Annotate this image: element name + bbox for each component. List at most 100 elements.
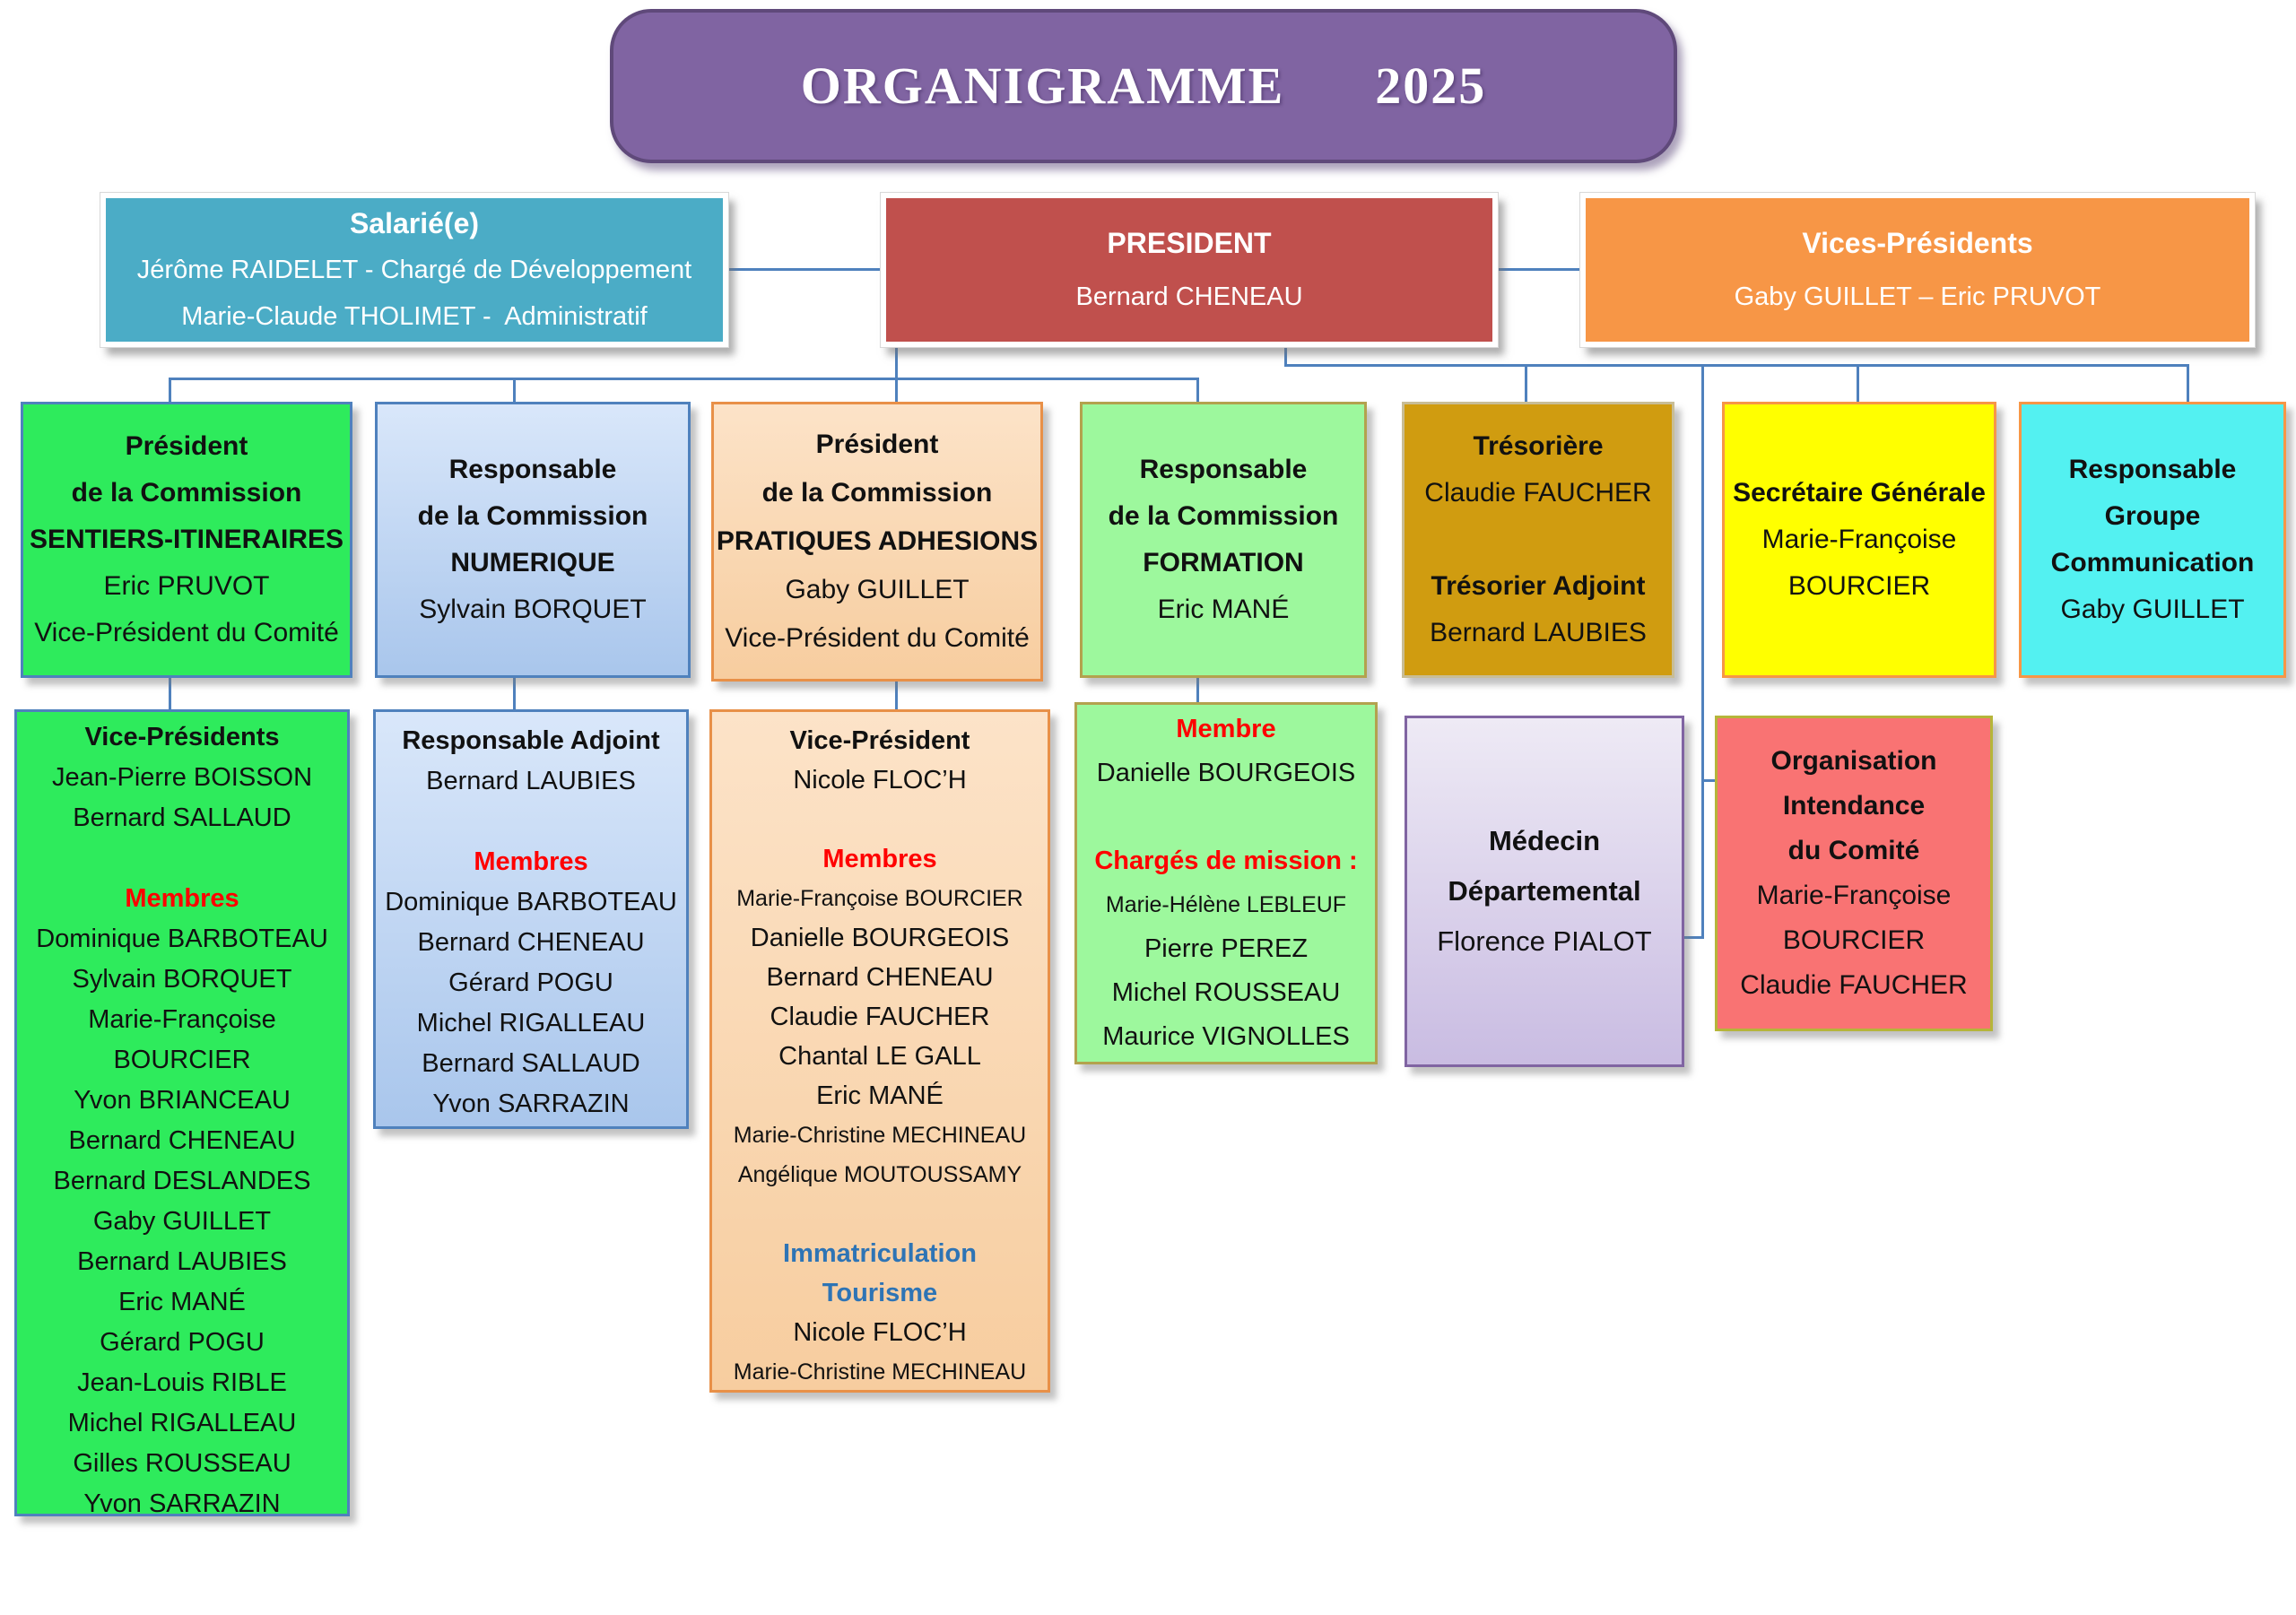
text-line: PRESIDENT	[1107, 227, 1272, 259]
text-line: Jérôme RAIDELET - Chargé de Développemen…	[136, 256, 692, 284]
text-line: Marie-Françoise BOURCIER	[736, 886, 1023, 911]
text-line: de la Commission	[761, 478, 993, 508]
text-line: Marie-Françoise	[1756, 881, 1952, 910]
text-line: Jean-Pierre BOISSON	[51, 763, 313, 792]
text-line: Dominique BARBOTEAU	[385, 888, 677, 916]
text-line: Responsable Adjoint	[402, 726, 660, 755]
text-line: Responsable	[2068, 455, 2237, 484]
connector-line	[169, 678, 171, 710]
chart-title: ORGANIGRAMME 2025	[610, 9, 1677, 163]
text-line: Claudie FAUCHER	[1424, 478, 1652, 508]
text-line: FORMATION	[1143, 548, 1304, 577]
text-line: Marie-Christine MECHINEAU	[733, 1359, 1027, 1385]
connector-line	[1498, 268, 1580, 271]
text-line: Vice-Président du Comité	[725, 623, 1030, 653]
text-line: Vice-Président du Comité	[34, 618, 339, 647]
text-line: Gaby GUILLET	[92, 1207, 272, 1236]
text-line: Yvon SARRAZIN	[83, 1489, 281, 1518]
text-line: Membres	[125, 884, 239, 913]
text-line: Groupe	[2104, 501, 2201, 531]
text-line: Florence PIALOT	[1437, 925, 1652, 957]
connector-line	[1284, 364, 2189, 367]
text-line: Bernard DESLANDES	[53, 1167, 311, 1195]
text-line: Angélique MOUTOUSSAMY	[737, 1162, 1022, 1187]
text-line: Bernard LAUBIES	[426, 767, 636, 795]
connector-line	[1525, 364, 1527, 402]
text-line: Marie-Claude THOLIMET - Administratif	[181, 302, 648, 331]
text-line: Marie-Françoise	[1761, 525, 1957, 554]
text-line: Sylvain BORQUET	[72, 965, 292, 994]
spacer	[376, 802, 686, 842]
connector-line	[1701, 779, 1718, 782]
spacer	[17, 838, 347, 879]
text-line: Membres	[822, 845, 937, 873]
connector-line	[728, 268, 881, 271]
text-line: Eric PRUVOT	[103, 571, 270, 601]
text-line: Gaby GUILLET	[2060, 595, 2245, 624]
connector-line	[1701, 364, 1704, 939]
text-line: Trésorière	[1473, 431, 1604, 461]
text-line: Jean-Louis RIBLE	[77, 1368, 287, 1397]
text-line: Immatriculation	[783, 1239, 977, 1268]
text-line: PRATIQUES ADHESIONS	[716, 526, 1039, 556]
connector-line	[895, 680, 898, 710]
text-line: Bernard SALLAUD	[422, 1049, 640, 1078]
text-line: Bernard SALLAUD	[73, 803, 291, 832]
text-line: Vices-Présidents	[1802, 227, 2033, 259]
connector-line	[169, 378, 171, 402]
text-line: de la Commission	[1108, 501, 1339, 531]
text-line: Eric MANÉ	[118, 1288, 246, 1316]
text-line: Vice-Président	[789, 726, 970, 755]
text-line: Maurice VIGNOLLES	[1102, 1022, 1350, 1051]
text-line: Communication	[2050, 548, 2255, 577]
text-line: BOURCIER	[113, 1046, 251, 1074]
text-line: Gérard POGU	[448, 968, 613, 997]
text-line: Président	[815, 430, 939, 459]
text-line: Membre	[1176, 715, 1276, 743]
text-line: Claudie FAUCHER	[1740, 970, 1968, 1000]
text-line: de la Commission	[417, 501, 648, 531]
text-line: BOURCIER	[1787, 571, 1931, 601]
text-line: Marie-Hélène LEBLEUF	[1105, 892, 1347, 917]
text-line: Membres	[474, 847, 588, 876]
text-line: Danielle BOURGEOIS	[750, 924, 1010, 952]
text-line: Président	[125, 431, 248, 461]
connector-line	[1196, 378, 1199, 402]
text-line: de la Commission	[71, 478, 302, 508]
spacer	[712, 800, 1048, 839]
connector-line	[513, 678, 516, 710]
text-line: Vice-Présidents	[84, 723, 280, 751]
spacer	[1077, 795, 1375, 839]
text-line: Gérard POGU	[100, 1328, 265, 1357]
text-line: Secrétaire Générale	[1733, 478, 1986, 508]
connector-line	[2187, 364, 2189, 402]
spacer	[712, 1194, 1048, 1234]
text-line: Médecin	[1488, 825, 1601, 856]
text-line: Sylvain BORQUET	[419, 595, 647, 624]
text-line: Yvon BRIANCEAU	[74, 1086, 291, 1115]
text-line: Gilles ROUSSEAU	[73, 1449, 291, 1478]
text-line: Gaby GUILLET	[785, 575, 970, 604]
text-line: Bernard CHENEAU	[766, 963, 994, 992]
text-line: Claudie FAUCHER	[770, 1003, 990, 1031]
connector-line	[169, 378, 1198, 380]
text-line: du Comité	[1787, 836, 1920, 865]
text-line: Tourisme	[822, 1279, 938, 1307]
text-line: Dominique BARBOTEAU	[36, 925, 328, 953]
connector-line	[1683, 936, 1704, 939]
text-line: Marie-Christine MECHINEAU	[733, 1123, 1027, 1148]
text-line: BOURCIER	[1782, 925, 1926, 955]
text-line: Organisation	[1770, 746, 1937, 776]
text-line: Responsable	[448, 455, 617, 484]
